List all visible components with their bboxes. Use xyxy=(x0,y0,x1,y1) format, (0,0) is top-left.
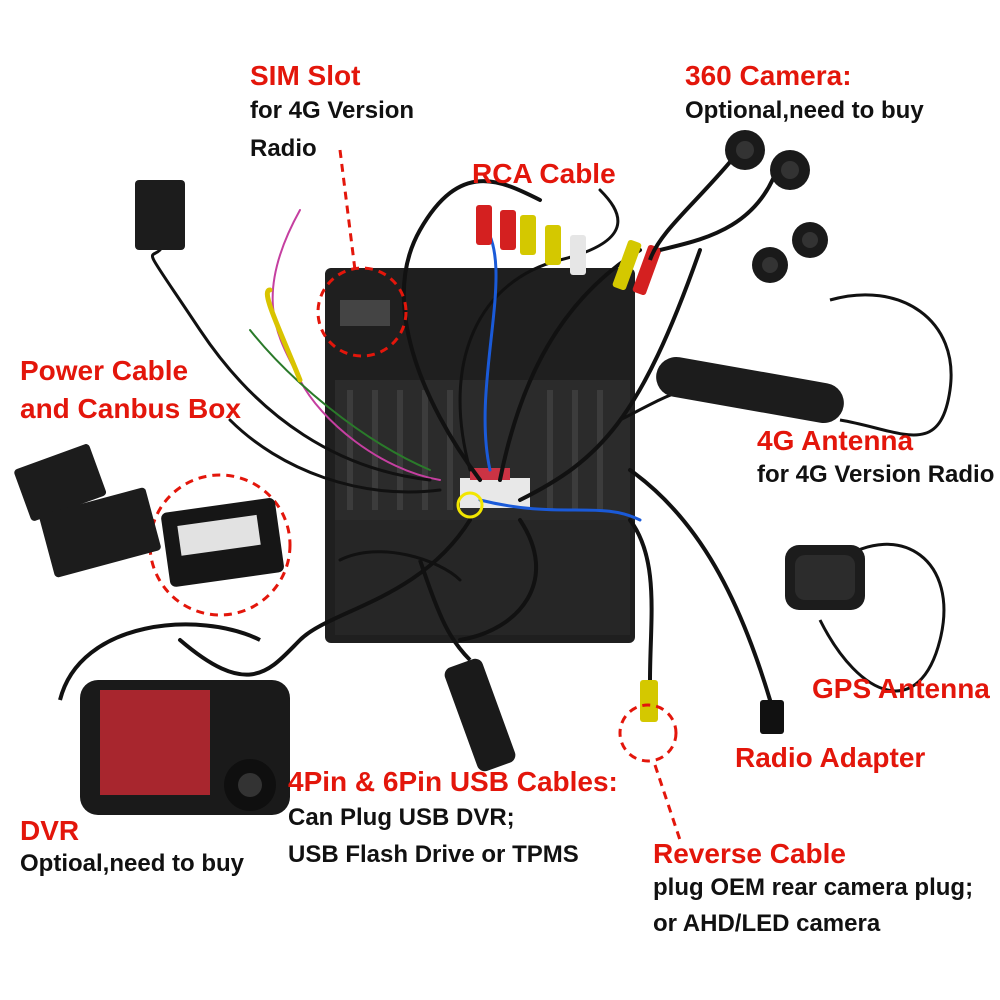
sim-slot-line2: Radio xyxy=(250,135,317,162)
camera-360-icon xyxy=(648,130,828,283)
camera-360-title: 360 Camera: xyxy=(685,60,852,91)
reverse-cable-title: Reverse Cable xyxy=(653,838,847,869)
rca-cable-title: RCA Cable xyxy=(472,158,616,189)
antenna-4g-icon xyxy=(656,293,953,437)
usb-cables-line1: Can Plug USB DVR; xyxy=(288,804,515,831)
sim-slot-callout xyxy=(316,149,408,358)
reverse-cable-line1: plug OEM rear camera plug; xyxy=(653,874,974,901)
dvr-title: DVR xyxy=(20,815,80,846)
rca-plugs xyxy=(476,205,662,296)
camera-360-desc: Optional,need to buy xyxy=(685,97,924,124)
reverse-cable-line2: or AHD/LED camera xyxy=(653,910,881,937)
canbus-box-callout xyxy=(148,473,292,617)
power-cable-line2: and Canbus Box xyxy=(20,393,241,424)
sim-slot-title: SIM Slot xyxy=(250,60,361,91)
usb-cables-line2: USB Flash Drive or TPMS xyxy=(288,841,579,868)
gps-antenna-icon xyxy=(785,542,946,693)
usb-cables xyxy=(418,559,516,772)
radio-adapter-icon xyxy=(760,700,784,734)
power-cable-line1: Power Cable xyxy=(20,355,189,386)
antenna-4g-title: 4G Antenna xyxy=(757,425,914,456)
connector-highlight xyxy=(456,491,484,519)
radio-adapter-title: Radio Adapter xyxy=(735,742,926,773)
radio-unit xyxy=(325,268,635,643)
antenna-4g-desc: for 4G Version Radio xyxy=(757,461,995,488)
gps-antenna-title: GPS Antenna xyxy=(812,673,990,704)
power-connectors xyxy=(14,180,185,578)
usb-cables-title: 4Pin & 6Pin USB Cables: xyxy=(288,766,618,797)
sim-slot-line1: for 4G Version xyxy=(250,97,415,124)
dvr-icon xyxy=(58,622,290,815)
dvr-desc: Optioal,need to buy xyxy=(20,850,245,877)
reverse-cable-callout xyxy=(618,680,682,841)
